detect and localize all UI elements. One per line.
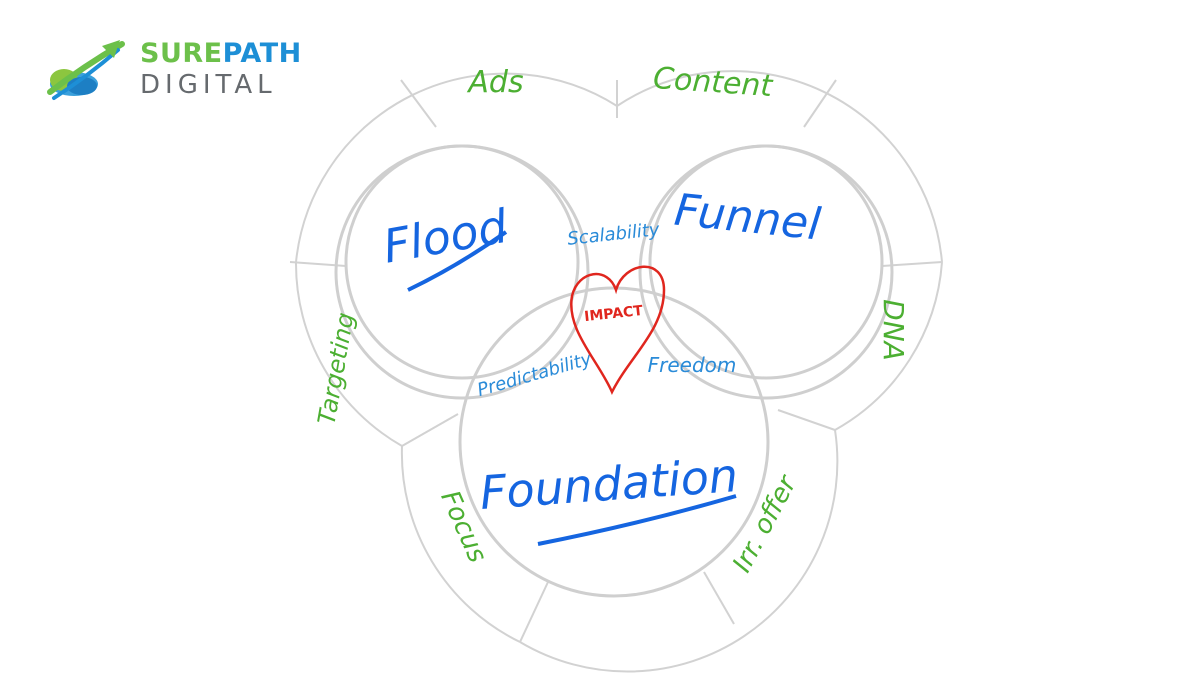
label-targeting: Targeting (313, 310, 360, 426)
surepath-logo: SUREPATH DIGITAL (44, 36, 324, 106)
circle-foundation (458, 286, 770, 598)
underline-flood (407, 230, 508, 292)
label-content: Content (652, 61, 775, 104)
label-funnel: Funnel (672, 185, 824, 251)
outer-ring (289, 70, 943, 673)
circle-left-outline (334, 144, 590, 400)
brand-subtitle: DIGITAL (140, 70, 277, 100)
label-dna: DNA (877, 299, 910, 361)
heart-icon (570, 265, 666, 395)
circle-right-outline (638, 144, 894, 400)
label-flood: Flood (379, 199, 512, 274)
label-foundation: Foundation (478, 448, 740, 520)
label-ads: Ads (466, 65, 523, 100)
label-freedom: Freedom (648, 353, 737, 377)
label-impact: IMPACT (584, 303, 645, 325)
label-irr-offer: Irr. offer (727, 469, 804, 577)
label-scalability: Scalability (566, 219, 661, 250)
underline-foundation (537, 494, 737, 546)
circle-funnel (648, 144, 884, 380)
brand-name: SUREPATH (140, 38, 302, 69)
rocket-cloud-icon (47, 40, 125, 100)
